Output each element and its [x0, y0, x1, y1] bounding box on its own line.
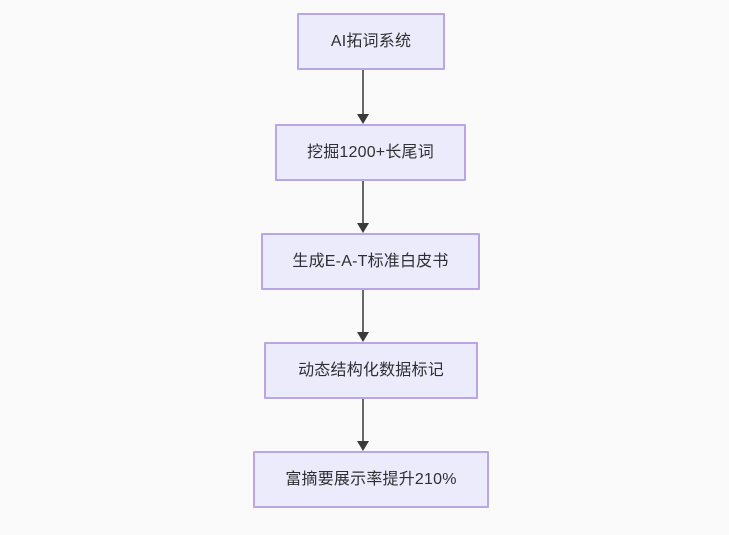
flowchart-node-n2[interactable]: 挖掘1200+长尾词 [275, 124, 466, 181]
flowchart-node-label: 富摘要展示率提升210% [285, 470, 457, 488]
flowchart-node-label: 生成E-A-T标准白皮书 [292, 252, 449, 270]
flowchart-node-label: 挖掘1200+长尾词 [307, 143, 434, 161]
edge-n4-to-n5 [353, 399, 373, 451]
edge-n3-to-n4 [353, 290, 373, 342]
edge-n1-to-n2 [353, 70, 373, 124]
edge-n2-to-n3 [353, 181, 373, 233]
flowchart-node-n3[interactable]: 生成E-A-T标准白皮书 [261, 233, 480, 290]
flowchart-node-n4[interactable]: 动态结构化数据标记 [264, 342, 478, 399]
flowchart-node-n1[interactable]: AI拓词系统 [297, 13, 445, 70]
flowchart-node-n5[interactable]: 富摘要展示率提升210% [253, 451, 489, 508]
flowchart-node-label: 动态结构化数据标记 [298, 361, 444, 379]
flowchart-node-label: AI拓词系统 [330, 32, 412, 50]
